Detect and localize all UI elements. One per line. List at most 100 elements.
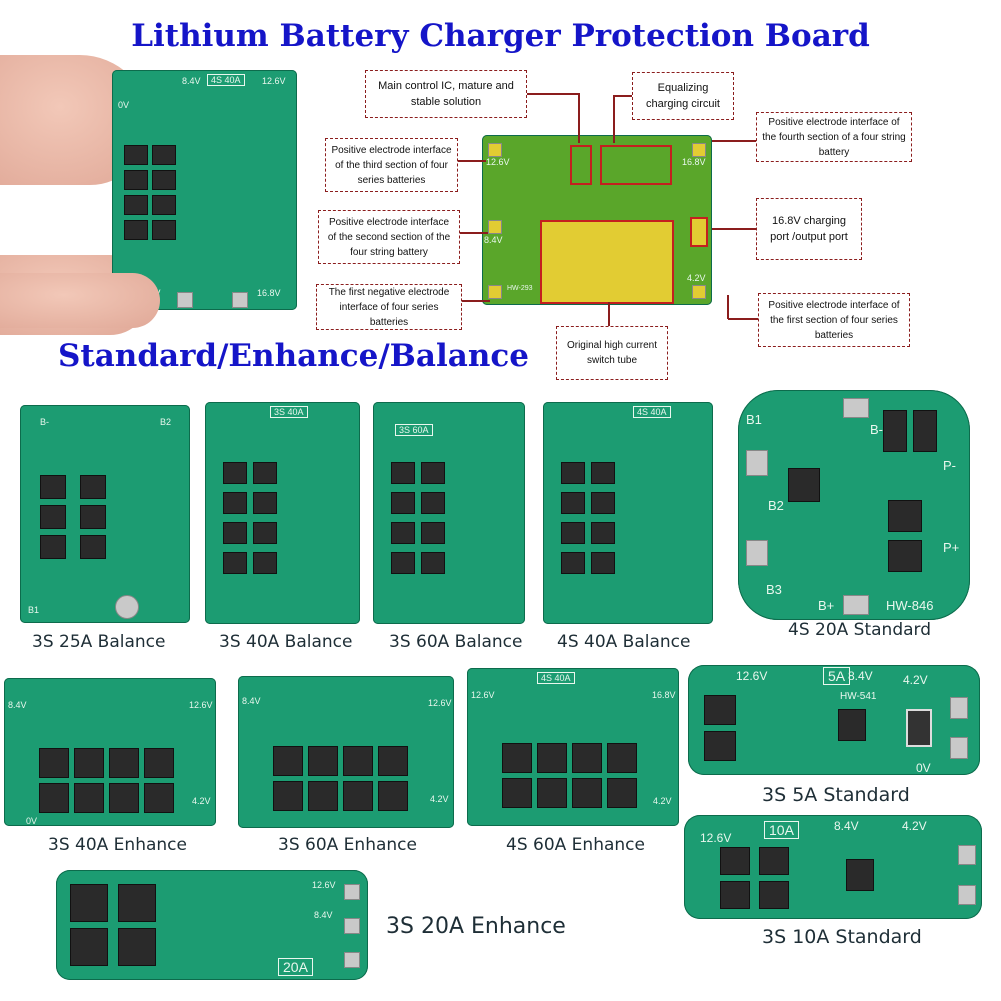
board-mark-42v: 4.2V — [903, 673, 928, 687]
mosfet — [223, 552, 247, 574]
callout-main-ic: Main control IC, mature and stable solut… — [365, 70, 527, 118]
mosfet — [40, 505, 66, 529]
pad — [344, 918, 360, 934]
mosfet — [591, 522, 615, 544]
resistor — [906, 709, 932, 747]
ic — [838, 709, 866, 741]
ic — [704, 695, 736, 725]
ic — [720, 847, 750, 875]
mosfet — [537, 743, 567, 773]
mosfet — [308, 746, 338, 776]
held-board-mosfet — [152, 170, 176, 190]
board-mark-42v: 4.2V — [430, 794, 449, 804]
ic — [888, 500, 922, 532]
annotated-board: 12.6V 16.8V 8.4V 4.2V 0V HW-293 — [482, 135, 712, 305]
mosfet — [253, 462, 277, 484]
mosfet — [591, 552, 615, 574]
mosfet — [607, 778, 637, 808]
annotated-mark-84v: 8.4V — [484, 235, 503, 245]
board-3s-40a-balance: 3S 40A — [205, 402, 360, 624]
annotated-pad-negative — [488, 285, 502, 299]
equalizing-highlight — [600, 145, 672, 185]
board-mark-3s60a: 3S 60A — [395, 424, 433, 436]
board-mark-84v: 8.4V — [834, 819, 859, 833]
mosfet — [80, 505, 106, 529]
annotated-pad-fourth — [692, 143, 706, 157]
mosfet — [591, 492, 615, 514]
callout-first-section-leader — [728, 318, 758, 320]
held-board-mark-84v: 8.4V — [182, 76, 201, 86]
mosfet — [421, 462, 445, 484]
mosfet — [421, 552, 445, 574]
board-mark-b2: B2 — [160, 417, 172, 427]
pad — [843, 398, 869, 418]
callout-equalizing-leader — [614, 95, 632, 97]
callout-charging-port-leader — [712, 228, 756, 230]
mosfet — [39, 783, 69, 813]
product-label-3s-60a-enhance: 3S 60A Enhance — [278, 835, 417, 855]
annotated-mark-hw293: HW-293 — [507, 285, 533, 292]
annotated-mark-126v: 12.6V — [486, 157, 510, 167]
mosfet — [80, 535, 106, 559]
board-mark-42v: 4.2V — [902, 819, 927, 833]
board-mark-168v: 16.8V — [652, 690, 676, 700]
board-mark-126v: 12.6V — [312, 880, 336, 890]
held-board-mosfet — [152, 145, 176, 165]
pad — [746, 450, 768, 476]
mosfet — [144, 748, 174, 778]
held-board-mark-4s40a: 4S 40A — [207, 74, 245, 86]
product-label-3s-10a-standard: 3S 10A Standard — [762, 926, 922, 948]
mosfet — [118, 884, 156, 922]
annotated-pad-first — [692, 285, 706, 299]
mosfet — [537, 778, 567, 808]
mosfet — [391, 552, 415, 574]
held-board-mark-0v: 0V — [118, 100, 130, 110]
ic — [720, 881, 750, 909]
mosfet — [109, 748, 139, 778]
mosfet — [39, 748, 69, 778]
annotated-pad-charge — [690, 217, 708, 247]
callout-equalizing-leader — [613, 95, 615, 143]
held-board-mosfet — [152, 220, 176, 240]
ic — [759, 847, 789, 875]
board-mark-0v: 0V — [916, 761, 931, 775]
product-label-3s-5a-standard: 3S 5A Standard — [762, 784, 910, 806]
held-board-mosfet — [124, 145, 148, 165]
pad — [950, 697, 968, 719]
board-mark-4s40a: 4S 40A — [537, 672, 575, 684]
board-mark-126v: 12.6V — [700, 831, 732, 845]
mosfet — [883, 410, 907, 452]
product-label-3s-25a-balance: 3S 25A Balance — [32, 632, 166, 652]
board-4s-40a-balance: 4S 40A — [543, 402, 713, 624]
mosfet — [273, 746, 303, 776]
held-board-mosfet — [124, 195, 148, 215]
held-board-mark-126v: 12.6V — [262, 76, 286, 86]
mosfet — [502, 778, 532, 808]
product-label-3s-20a-enhance: 3S 20A Enhance — [386, 914, 566, 939]
mosfet — [561, 552, 585, 574]
held-board-pad — [232, 292, 248, 308]
mosfet — [253, 492, 277, 514]
mosfet — [343, 746, 373, 776]
mosfet — [74, 748, 104, 778]
callout-switch-tube: Original high current switch tube — [556, 326, 668, 380]
page-subtitle: Standard/Enhance/Balance — [58, 338, 529, 374]
ic — [759, 881, 789, 909]
board-mark-3s40a: 3S 40A — [270, 406, 308, 418]
ic — [704, 731, 736, 761]
mosfet — [561, 522, 585, 544]
mosfet — [502, 743, 532, 773]
product-label-3s-40a-balance: 3S 40A Balance — [219, 632, 353, 652]
product-label-4s-60a-enhance: 4S 60A Enhance — [506, 835, 645, 855]
mosfet — [223, 522, 247, 544]
product-label-3s-60a-balance: 3S 60A Balance — [389, 632, 523, 652]
pad — [746, 540, 768, 566]
board-mark-b3: B3 — [766, 582, 782, 597]
mosfet — [391, 462, 415, 484]
pad — [958, 845, 976, 865]
ic — [788, 468, 820, 502]
board-mark-84v: 8.4V — [848, 669, 873, 683]
mosfet — [70, 884, 108, 922]
callout-first-section: Positive electrode interface of the firs… — [758, 293, 910, 347]
callout-first-section-leader — [727, 295, 729, 319]
